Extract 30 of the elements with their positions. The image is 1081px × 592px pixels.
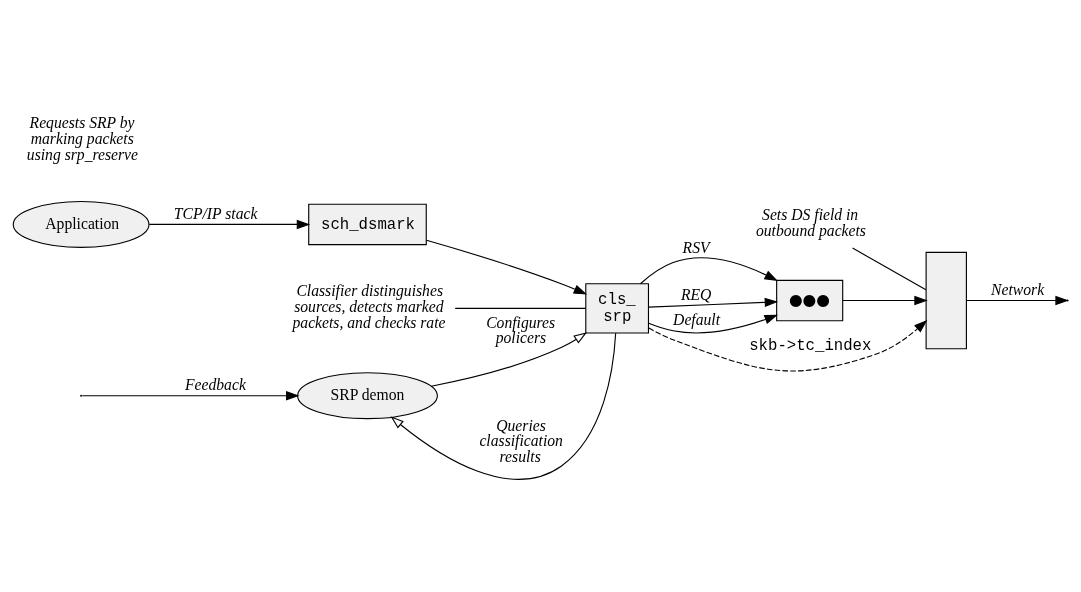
edge-label: RSV bbox=[682, 238, 710, 256]
edge-label: skb->tc_index bbox=[749, 337, 872, 356]
edge-label: Queries classification results bbox=[479, 416, 563, 465]
edge-label: TCP/IP stack bbox=[173, 205, 258, 223]
connector bbox=[454, 307, 587, 309]
arrow bbox=[390, 332, 617, 480]
edge-label: Network bbox=[991, 281, 1045, 299]
arrow bbox=[648, 314, 778, 334]
node-box: cls_ srp bbox=[585, 283, 650, 334]
arrow bbox=[842, 295, 928, 306]
label: Requests SRP by marking packets using srp_reserve bbox=[26, 114, 138, 163]
node-text: Classifier distinguishes sources, detects marked packets, and checks rate bbox=[292, 282, 446, 331]
connector bbox=[852, 247, 927, 291]
node-box: ●●● bbox=[776, 279, 844, 322]
edge-label: Feedback bbox=[185, 376, 246, 394]
arrow bbox=[425, 239, 588, 295]
node-ellipse: Application bbox=[12, 200, 150, 248]
edge-label: Configures policers bbox=[486, 313, 556, 347]
node-box: sch_dsmark bbox=[308, 203, 427, 246]
arrow bbox=[648, 297, 779, 308]
edge-label: Default bbox=[673, 311, 721, 329]
edge-label: REQ bbox=[680, 285, 712, 303]
node-text: Sets DS field in outbound packets bbox=[755, 206, 866, 239]
node-box bbox=[925, 251, 967, 350]
arrow bbox=[430, 332, 588, 387]
arrow bbox=[648, 319, 928, 372]
arrow bbox=[148, 219, 311, 230]
node-ellipse: SRP demon bbox=[297, 372, 438, 420]
arrow bbox=[81, 391, 300, 401]
arrow bbox=[639, 257, 778, 285]
